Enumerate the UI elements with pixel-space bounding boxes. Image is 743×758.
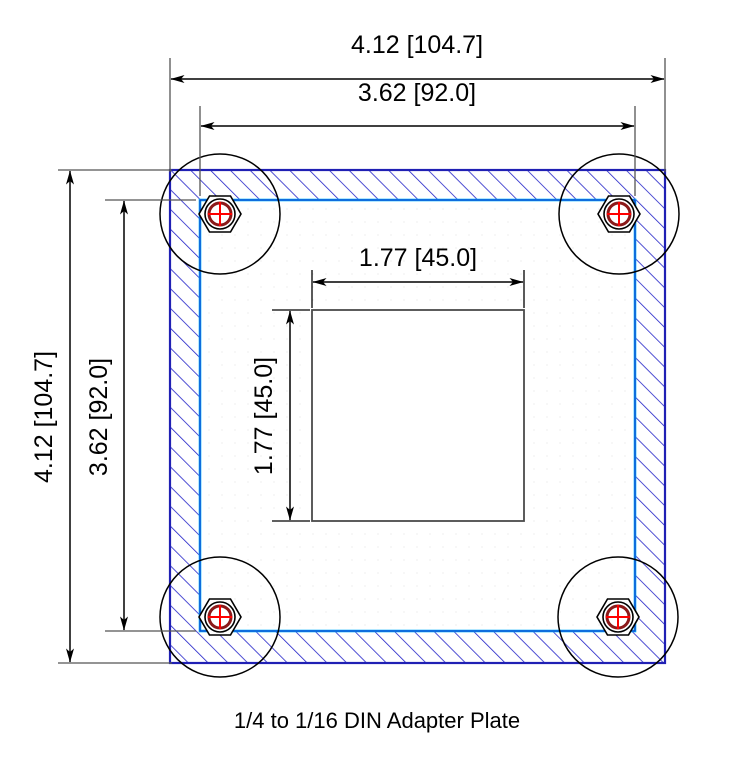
dimension-top-inner: 3.62 [92.0] bbox=[199, 79, 636, 196]
dimension-cutout-height: 1.77 [45.0] bbox=[250, 309, 310, 522]
dimension-label-cutout-height: 1.77 [45.0] bbox=[250, 357, 278, 475]
dimension-label-left-inner: 3.62 [92.0] bbox=[85, 358, 113, 476]
screw-top-left bbox=[159, 153, 281, 275]
dimension-label-cutout-width: 1.77 [45.0] bbox=[359, 244, 477, 272]
screw-bottom-left bbox=[159, 556, 281, 678]
detail-circle-icon bbox=[159, 556, 281, 678]
dimension-label-top-inner: 3.62 [92.0] bbox=[358, 79, 476, 107]
dimension-cutout-width: 1.77 [45.0] bbox=[311, 244, 525, 308]
screw-top-right bbox=[558, 153, 680, 275]
dimension-top-outer: 4.12 [104.7] bbox=[169, 31, 666, 172]
plate-outer-outline bbox=[168, 168, 667, 665]
plate-inner-edge-dark bbox=[199, 199, 636, 632]
detail-circle-icon bbox=[558, 153, 680, 275]
drawing-caption: 1/4 to 1/16 DIN Adapter Plate bbox=[234, 708, 520, 733]
detail-circle-icon bbox=[159, 153, 281, 275]
dimension-left-outer: 4.12 [104.7] bbox=[30, 169, 172, 664]
dimension-label-top-outer: 4.12 [104.7] bbox=[351, 31, 483, 59]
screw-bottom-right bbox=[557, 556, 679, 678]
dimension-left-inner: 3.62 [92.0] bbox=[85, 199, 196, 632]
center-cutout bbox=[311, 309, 525, 522]
dimension-label-left-outer: 4.12 [104.7] bbox=[30, 351, 58, 483]
detail-circle-icon bbox=[557, 556, 679, 678]
